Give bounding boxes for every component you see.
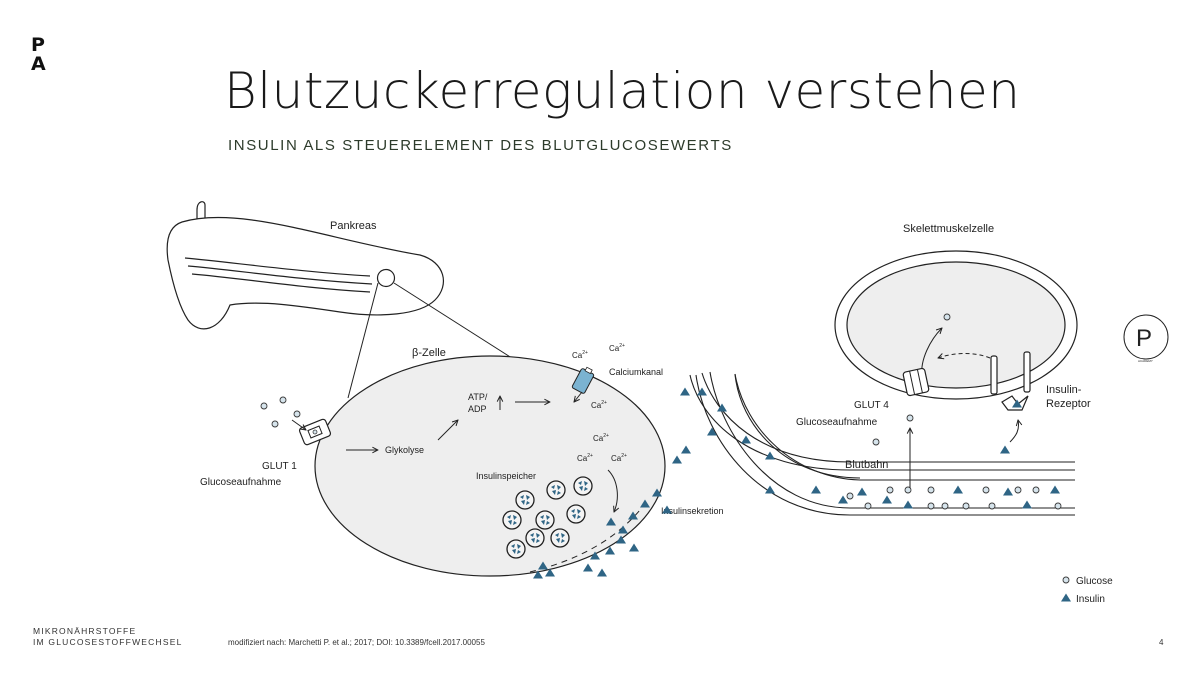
calcium-channel	[571, 366, 595, 394]
zoom-line-left	[347, 282, 379, 399]
label-ca-4: Ca2+	[593, 433, 609, 443]
label-glykolyse: Glykolyse	[385, 445, 424, 455]
label-glucoseaufnahme-1: Glucoseaufnahme	[200, 477, 282, 488]
glucose-2	[279, 396, 287, 404]
legend-glucose-label: Glucose	[1076, 576, 1113, 587]
page-number: 4	[1159, 638, 1164, 647]
glucose-1	[260, 402, 268, 410]
label-blutbahn: Blutbahn	[845, 459, 888, 471]
page-subtitle: INSULIN ALS STEUERELEMENT DES BLUTGLUCOS…	[228, 137, 733, 154]
label-pankreas: Pankreas	[330, 220, 377, 232]
insulin-receptor	[990, 351, 1031, 411]
label-insulin-rezeptor-1: Insulin-	[1046, 384, 1082, 396]
svg-text:ACADEMY: ACADEMY	[1138, 359, 1153, 363]
label-ca-2: Ca2+	[609, 343, 625, 353]
pancreas-organ	[166, 201, 444, 330]
glucose-glut4	[906, 414, 914, 422]
svg-text:P: P	[1136, 325, 1152, 352]
label-ca-1: Ca2+	[572, 350, 588, 360]
label-glut1: GLUT 1	[262, 461, 297, 472]
label-calciumkanal: Calciumkanal	[609, 367, 663, 377]
zoom-line-right	[393, 282, 516, 361]
academy-badge: P ACADEMY	[1123, 314, 1169, 363]
glucose-inside	[943, 313, 951, 321]
label-ca-6: Ca2+	[611, 453, 627, 463]
legend-glucose-icon	[1062, 576, 1070, 584]
footer-source: modifiziert nach: Marchetti P. et al.; 2…	[228, 638, 485, 647]
legend: Glucose Insulin	[1061, 576, 1113, 605]
legend-insulin-label: Insulin	[1076, 594, 1105, 605]
label-beta-zelle: β-Zelle	[412, 347, 446, 359]
label-glucoseaufnahme-2: Glucoseaufnahme	[796, 417, 878, 428]
glut4-transporter	[902, 367, 930, 397]
beta-cell	[314, 355, 666, 577]
label-insulinspeicher: Insulinspeicher	[476, 471, 536, 481]
page-title: Blutzuckerregulation verstehen	[224, 62, 1021, 120]
label-ca-5: Ca2+	[577, 453, 593, 463]
label-ca-3: Ca2+	[591, 400, 607, 410]
vessel-glucose	[846, 438, 1062, 510]
muscle-cell-inner	[846, 261, 1066, 389]
glut1-transporter	[298, 418, 332, 446]
label-insulinsekretion: Insulinsekretion	[661, 506, 724, 516]
insulin-free	[1000, 445, 1010, 454]
label-skelettmuskelzelle: Skelettmuskelzelle	[903, 223, 994, 235]
label-insulin-rezeptor-2: Rezeptor	[1046, 398, 1091, 410]
glucose-3	[293, 410, 301, 418]
glucose-4	[271, 420, 279, 428]
legend-insulin-icon	[1061, 593, 1071, 602]
vessel-inner-lines	[734, 373, 1075, 481]
label-glut4: GLUT 4	[854, 400, 889, 411]
label-atp: ATP/	[468, 392, 488, 402]
label-adp: ADP	[468, 404, 487, 414]
